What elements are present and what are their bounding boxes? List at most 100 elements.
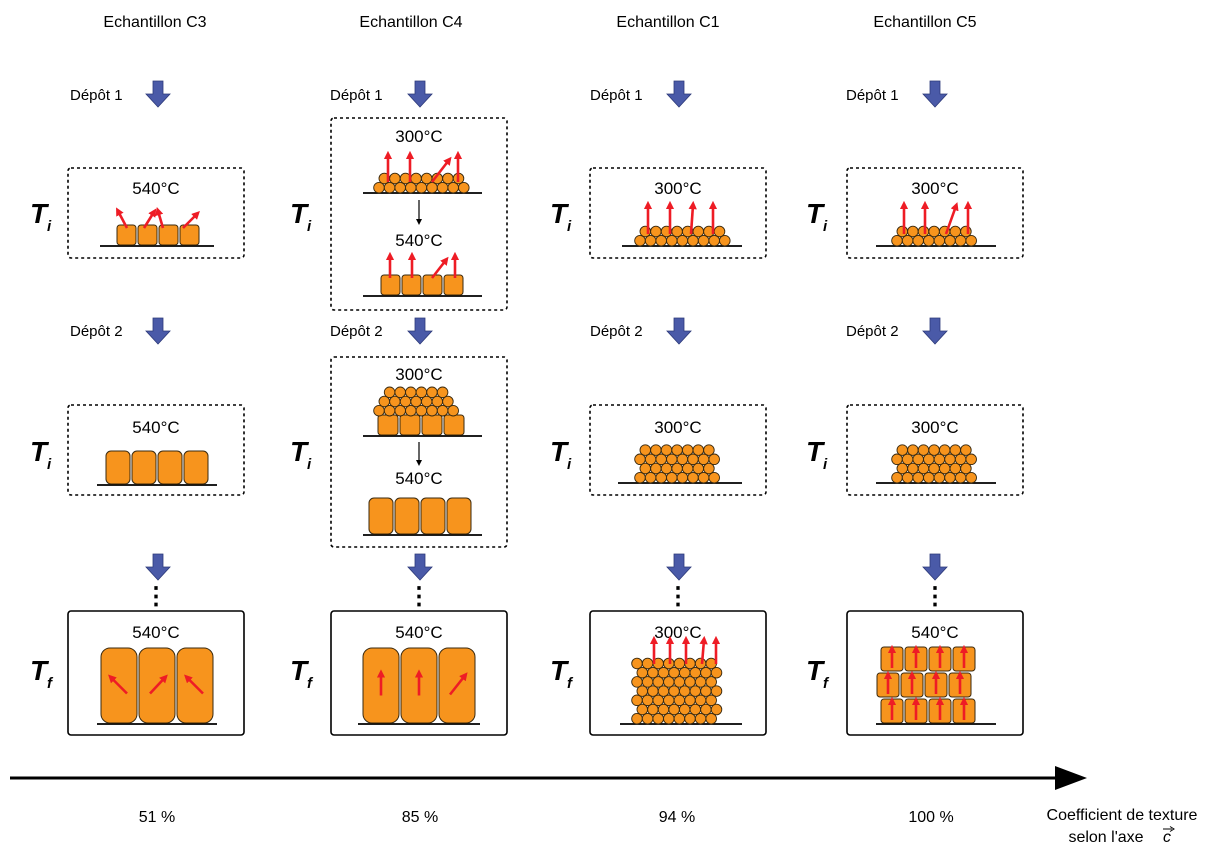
texture-value-c5: 100 %: [908, 809, 953, 826]
process-arrow: [407, 80, 433, 108]
texture-value-c1: 94 %: [659, 809, 695, 826]
grain-small: [949, 444, 962, 456]
grain-large: [377, 414, 399, 436]
grain-small: [928, 225, 940, 238]
process-arrows: [145, 80, 948, 581]
grain-small: [719, 234, 731, 247]
grain-small: [639, 444, 652, 456]
grain-small: [965, 471, 977, 484]
deposit2-label-c4: Dépôt 2: [330, 323, 383, 340]
grain-large: [443, 274, 464, 296]
temp-step2-c3: 540°C: [132, 418, 179, 437]
svg-text:i: i: [567, 456, 572, 473]
grain-small: [896, 225, 909, 238]
texture-axis-label: Coefficient de texture: [1047, 807, 1198, 824]
grain-small: [710, 666, 723, 679]
process-arrow: [666, 80, 692, 108]
step2-box-c1: [589, 404, 767, 496]
svg-text:i: i: [307, 218, 312, 235]
grain-large: [131, 450, 157, 485]
column-title-c3: Echantillon C3: [103, 14, 206, 31]
grain-small: [389, 172, 401, 185]
texture-arrow: [688, 200, 697, 235]
grain-small: [713, 225, 726, 238]
column-title-c4: Echantillon C4: [359, 14, 462, 31]
final-box-c3: [67, 610, 245, 736]
grain-large: [368, 497, 394, 535]
grain-small: [631, 657, 643, 670]
continuation-dots-c4: ⋮: [407, 583, 431, 610]
grain-small: [641, 657, 654, 670]
svg-text:T: T: [290, 198, 310, 229]
grain-small: [965, 234, 977, 247]
grain-small: [426, 386, 438, 399]
process-arrow: [407, 317, 433, 345]
svg-text:T: T: [550, 655, 570, 686]
svg-text:i: i: [823, 218, 828, 235]
temp-step2-c1: 300°C: [654, 418, 701, 437]
grain-small: [458, 181, 470, 194]
grain-small: [960, 462, 972, 475]
grain-small: [710, 685, 723, 697]
texture-value-c3: 51 %: [139, 809, 175, 826]
grain-small: [703, 444, 715, 456]
svg-text:T: T: [806, 198, 826, 229]
grain-small: [405, 386, 417, 399]
svg-text:i: i: [47, 218, 52, 235]
temp-step1-c5: 300°C: [911, 179, 958, 198]
svg-text:T: T: [30, 436, 50, 467]
process-arrow: [666, 317, 692, 345]
texture-value-c4: 85 %: [402, 809, 438, 826]
texture-arrow: [430, 256, 449, 279]
grain-large: [399, 414, 421, 436]
grain-small: [708, 453, 720, 466]
process-arrow: [666, 553, 692, 581]
texture-arrow: [184, 674, 204, 695]
texture-arrow: [155, 207, 165, 229]
continuation-dots-c5: ⋮: [923, 583, 947, 610]
grain-small: [447, 404, 459, 417]
substrate-lines: [97, 192, 996, 725]
grain-small: [960, 225, 972, 238]
grain-small: [928, 444, 940, 456]
grain-small: [705, 712, 717, 725]
texture-arrow: [149, 674, 168, 695]
grain-small: [442, 172, 454, 185]
svg-text:i: i: [47, 456, 52, 473]
grain-small: [705, 694, 717, 707]
temp-final-c3: 540°C: [132, 623, 179, 642]
texture-arrow: [182, 211, 200, 229]
texture-arrows: [108, 150, 973, 720]
deposit1-label-c3: Dépôt 1: [70, 87, 123, 104]
deposit2-label-c3: Dépôt 2: [70, 323, 123, 340]
step1-box-c3: [67, 167, 245, 259]
temp-step2b-c4: 540°C: [395, 469, 442, 488]
process-arrow: [145, 80, 171, 108]
grain-small: [692, 225, 705, 238]
grain-small: [420, 172, 433, 185]
grain-small: [703, 462, 715, 475]
grain-large: [158, 224, 179, 246]
grain-small: [442, 395, 454, 408]
svg-text:f: f: [823, 675, 830, 692]
grain-small: [650, 444, 662, 456]
grain-small: [907, 444, 919, 456]
grain-small: [705, 676, 717, 688]
texture-arrow: [430, 156, 452, 183]
grain-small: [917, 444, 930, 456]
deposit2-label-c5: Dépôt 2: [846, 323, 899, 340]
process-arrow: [922, 553, 948, 581]
process-arrow: [922, 80, 948, 108]
step2-box-c3: [67, 404, 245, 496]
svg-text:i: i: [307, 456, 312, 473]
grain-small: [436, 386, 449, 399]
